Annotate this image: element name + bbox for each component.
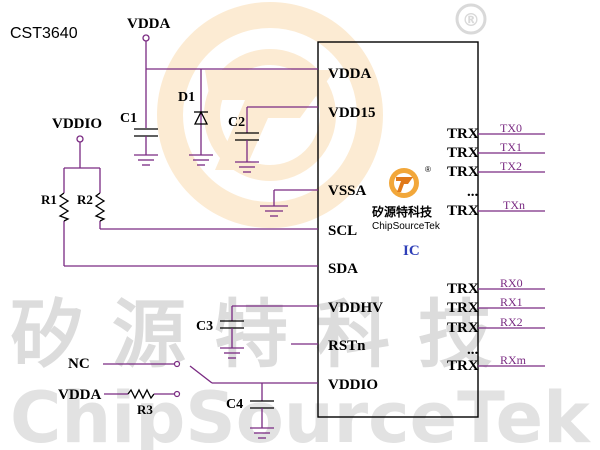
vdda-wires (145, 41, 318, 155)
company-logo: ® 矽源特科技 ChipSourceTek (372, 165, 441, 232)
vdda-left-label: VDDA (58, 387, 101, 403)
resistor-r2 (94, 192, 106, 222)
resistor-r3 (127, 388, 155, 400)
label-c3: C3 (196, 319, 213, 334)
pin-trx-tx2: TRX (447, 164, 479, 180)
net-rx2: RX2 (500, 315, 523, 329)
pin-trx-txn: TRX (447, 203, 479, 219)
net-rxm: RXm (500, 353, 527, 367)
nc-label: NC (68, 356, 90, 372)
pin-rstn: RSTn (328, 338, 366, 354)
net-tx0: TX0 (500, 121, 522, 135)
pin-trx-rx-ellipsis: ... (467, 342, 479, 358)
logo-registered-mark: ® (425, 165, 431, 174)
capacitor-c3 (220, 305, 318, 359)
capacitor-c4 (250, 383, 274, 439)
net-tx1: TX1 (500, 140, 522, 154)
watermark-en: ChipSourceTek (10, 377, 591, 450)
label-r2: R2 (77, 192, 93, 207)
selection-switch (189, 365, 318, 384)
net-txn: TXn (503, 198, 525, 212)
pin-sda: SDA (328, 261, 358, 277)
label-c1: C1 (120, 111, 137, 126)
label-d1: D1 (178, 90, 195, 105)
pin-trx-rxm: TRX (447, 358, 479, 374)
net-tx2: TX2 (500, 159, 522, 173)
vdda-terminal (173, 390, 181, 398)
pin-vdd15: VDD15 (328, 105, 376, 121)
vdda-top-terminal (142, 34, 150, 42)
label-r3: R3 (137, 402, 153, 417)
pullup-network (63, 142, 318, 267)
vddio-label: VDDIO (52, 116, 102, 132)
rx-net-wires (478, 288, 545, 367)
nc-terminal (173, 360, 181, 368)
watermark-logo (157, 2, 383, 228)
pin-trx-rx2: TRX (447, 320, 479, 336)
pin-trx-rx1: TRX (447, 300, 479, 316)
pin-trx-tx-ellipsis: ... (467, 184, 479, 200)
pin-vddio: VDDIO (328, 377, 378, 393)
capacitor-c2 (235, 106, 318, 173)
label-c4: C4 (226, 397, 243, 412)
pin-trx-rx0: TRX (447, 281, 479, 297)
pin-trx-tx0: TRX (447, 126, 479, 142)
label-c2: C2 (228, 115, 245, 130)
logo-cn: 矽源特科技 (372, 204, 433, 219)
resistor-r1 (58, 192, 70, 222)
vssa-ground (260, 189, 318, 217)
diode-d1 (189, 98, 213, 166)
pin-trx-tx1: TRX (447, 145, 479, 161)
pin-vddhv: VDDHV (328, 300, 383, 316)
pin-scl: SCL (328, 223, 357, 239)
pin-vdda: VDDA (328, 66, 371, 82)
vddio-terminal (76, 135, 84, 143)
ic-label: IC (403, 243, 420, 259)
pin-vssa: VSSA (328, 183, 367, 199)
label-r1: R1 (41, 192, 57, 207)
logo-en: ChipSourceTek (372, 221, 441, 232)
capacitor-c1 (134, 128, 158, 166)
net-rx0: RX0 (500, 276, 523, 290)
svg-text:®: ® (462, 10, 480, 31)
tx-net-wires (478, 133, 545, 212)
net-rx1: RX1 (500, 295, 523, 309)
watermark-registered-mark: ® (455, 3, 487, 35)
diagram-title: CST3640 (10, 25, 78, 42)
vdda-top-label: VDDA (127, 16, 170, 32)
